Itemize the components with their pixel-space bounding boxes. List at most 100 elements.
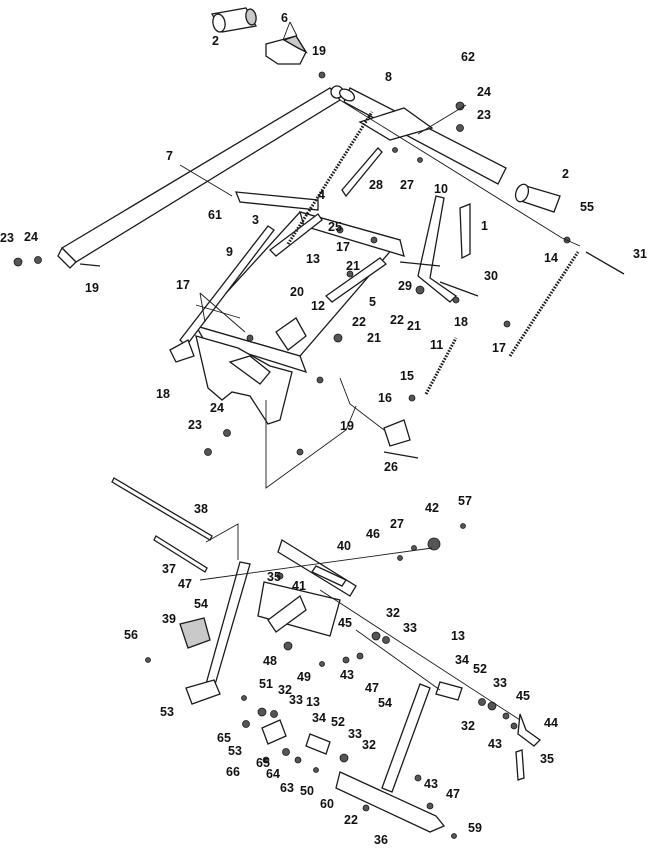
callout-label: 10 [434, 182, 448, 196]
callout-label: 30 [484, 269, 498, 283]
callout-label: 31 [633, 247, 647, 261]
callout-label: 8 [385, 70, 392, 84]
callout-label: 40 [337, 539, 351, 553]
pin-35 [515, 749, 525, 781]
nut-22c [362, 804, 370, 812]
nut-21a [346, 270, 354, 278]
callout-label: 43 [340, 668, 354, 682]
callout-label: 16 [378, 391, 392, 405]
pin-50 [313, 767, 319, 773]
callout-label: 47 [365, 681, 379, 695]
nut-33a [382, 636, 390, 644]
callout-label: 19 [340, 419, 354, 433]
base-bracket-36 [335, 771, 446, 833]
callout-label: 27 [390, 517, 404, 531]
callout-label: 37 [162, 562, 176, 576]
callout-label: 13 [306, 252, 320, 266]
callout-label: 60 [320, 797, 334, 811]
main-frame [194, 211, 405, 374]
callout-label: 66 [226, 765, 240, 779]
callout-label: 52 [473, 662, 487, 676]
callout-label: 55 [580, 200, 594, 214]
callout-label: 51 [259, 677, 273, 691]
callout-label: 54 [194, 597, 208, 611]
control-rod-37 [153, 535, 208, 573]
callout-label: 44 [544, 716, 558, 730]
callout-label: 12 [311, 299, 325, 313]
callout-label: 38 [194, 502, 208, 516]
callout-label: 47 [446, 787, 460, 801]
callout-label: 28 [369, 178, 383, 192]
callout-label: 22 [344, 813, 358, 827]
callout-label: 34 [312, 711, 326, 725]
callout-label: 62 [461, 50, 475, 64]
spacer-45b [502, 712, 510, 720]
callout-label: 46 [366, 527, 380, 541]
callout-label: 36 [374, 833, 388, 847]
callout-label: 23 [0, 231, 14, 245]
callout-label: 21 [346, 259, 360, 273]
bolt-48 [283, 641, 293, 651]
lower-leader-lines [199, 523, 521, 721]
callout-label: 53 [228, 744, 242, 758]
nut-57 [460, 523, 466, 529]
callout-label: 65 [256, 756, 270, 770]
washer-65b [262, 756, 270, 764]
callout-label: 34 [455, 653, 469, 667]
callout-label: 32 [386, 606, 400, 620]
bolt-30 [439, 281, 479, 297]
callout-label: 1 [481, 219, 488, 233]
bushing-34 [435, 681, 463, 701]
washer-32c [339, 753, 349, 763]
pivot-bracket [417, 195, 458, 303]
callout-label: 23 [188, 418, 202, 432]
grip-sleeve-right [514, 183, 561, 213]
tension-spring-right [508, 251, 580, 357]
callout-label: 59 [468, 821, 482, 835]
bolt-19 [79, 263, 101, 267]
bolt-19c [316, 376, 324, 384]
cross-tube [338, 87, 507, 185]
callout-label: 56 [124, 628, 138, 642]
knob-42 [427, 537, 441, 551]
nut-25 [336, 226, 344, 234]
callout-label: 65 [217, 731, 231, 745]
callout-label: 33 [348, 727, 362, 741]
tension-spring-top [286, 111, 374, 245]
callout-label: 2 [212, 34, 219, 48]
washer-22b [333, 333, 343, 343]
washer-65a [242, 720, 250, 728]
callout-label: 29 [398, 279, 412, 293]
callout-label: 26 [384, 460, 398, 474]
nut-23 [13, 257, 23, 267]
callout-label: 54 [378, 696, 392, 710]
callout-label: 61 [208, 208, 222, 222]
washer-64 [282, 748, 290, 756]
bolt-26 [383, 451, 419, 459]
bushing-28 [392, 147, 398, 153]
callout-label: 18 [156, 387, 170, 401]
callout-label: 18 [454, 315, 468, 329]
deck-shield [195, 335, 293, 425]
callout-label: 11 [430, 338, 443, 352]
callout-label: 5 [369, 295, 376, 309]
callout-label: 17 [336, 240, 350, 254]
callout-label: 33 [289, 693, 303, 707]
pin-56 [145, 657, 151, 663]
washer-22a [415, 285, 425, 295]
callout-label: 32 [461, 719, 475, 733]
bushing-27 [417, 157, 423, 163]
callout-label: 48 [263, 654, 277, 668]
callout-label: 52 [331, 715, 345, 729]
tension-spring-lower [424, 337, 458, 395]
callout-label: 6 [281, 11, 288, 25]
callout-label: 22 [352, 315, 366, 329]
washer-32b [257, 707, 267, 717]
callout-label: 7 [166, 149, 173, 163]
bolt-head-19 [318, 71, 326, 79]
callout-label: 20 [290, 285, 304, 299]
bolt-31 [585, 251, 625, 275]
callout-label: 53 [160, 705, 174, 719]
